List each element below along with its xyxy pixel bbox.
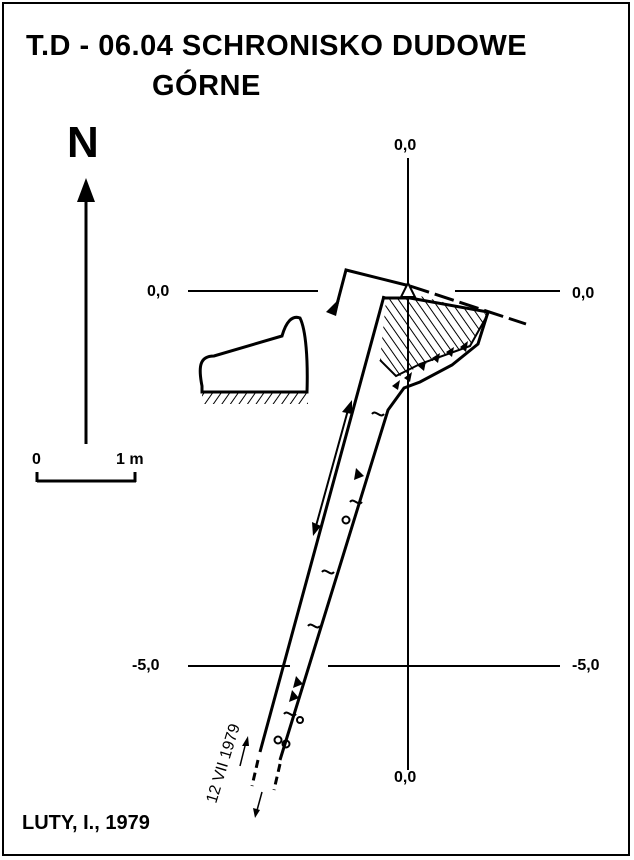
survey-date-text: 12 VII 1979 bbox=[204, 722, 244, 805]
slope-arrow-icon bbox=[289, 468, 364, 702]
grid-label-right-minus5: -5,0 bbox=[572, 657, 600, 674]
title-line-1: T.D - 06.04 SCHRONISKO DUDOWE bbox=[26, 30, 528, 62]
survey-date-label: 12 VII 1979 bbox=[204, 722, 244, 805]
entrance-dripline bbox=[326, 268, 527, 326]
scale-bar bbox=[35, 472, 137, 483]
grid-label-bottom: 0,0 bbox=[394, 769, 417, 786]
entrance-cross-section bbox=[198, 315, 309, 404]
north-label: N bbox=[67, 118, 99, 167]
grid-label-top: 0,0 bbox=[394, 137, 417, 154]
scale-start-label: 0 bbox=[32, 451, 41, 468]
cave-passage bbox=[250, 295, 490, 791]
grid-label-right-zero: 0,0 bbox=[572, 285, 595, 302]
scale-end-label: 1 m bbox=[116, 451, 144, 468]
north-arrow-icon bbox=[77, 178, 95, 444]
stone-symbol-icon bbox=[273, 515, 351, 749]
double-arrow-icon bbox=[312, 400, 352, 536]
grid-lines bbox=[188, 158, 560, 770]
grid-label-left-minus5: -5,0 bbox=[132, 657, 160, 674]
clay-symbol-icon bbox=[283, 411, 385, 717]
title-line-2: GÓRNE bbox=[152, 70, 261, 102]
grid-label-left-zero: 0,0 bbox=[147, 283, 170, 300]
date-arrow-icon bbox=[239, 736, 263, 818]
author-credit: LUTY, I., 1979 bbox=[22, 812, 150, 834]
